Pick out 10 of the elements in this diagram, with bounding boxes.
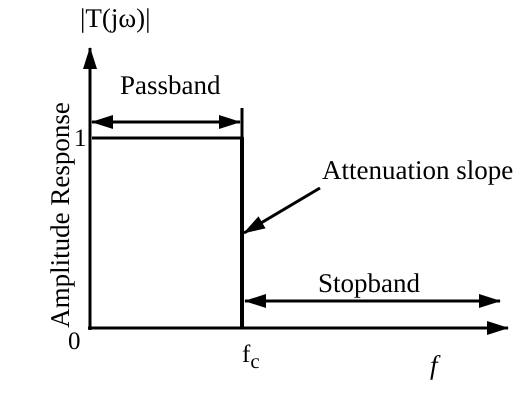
tick-label: f$_{c}$ xyxy=(242,340,260,375)
dimension-label: Passband xyxy=(120,70,220,100)
tick-label: 0 xyxy=(68,328,80,357)
dimension-label: Stopband xyxy=(318,268,420,298)
axis-title: f xyxy=(430,350,438,380)
tick-label: 1 xyxy=(74,125,86,152)
callout-text: Attenuation slope xyxy=(322,155,514,185)
axis-title: Amplitude Response xyxy=(45,101,75,330)
leader-line xyxy=(243,186,321,234)
axis-title: |T(jω)| xyxy=(80,3,151,33)
